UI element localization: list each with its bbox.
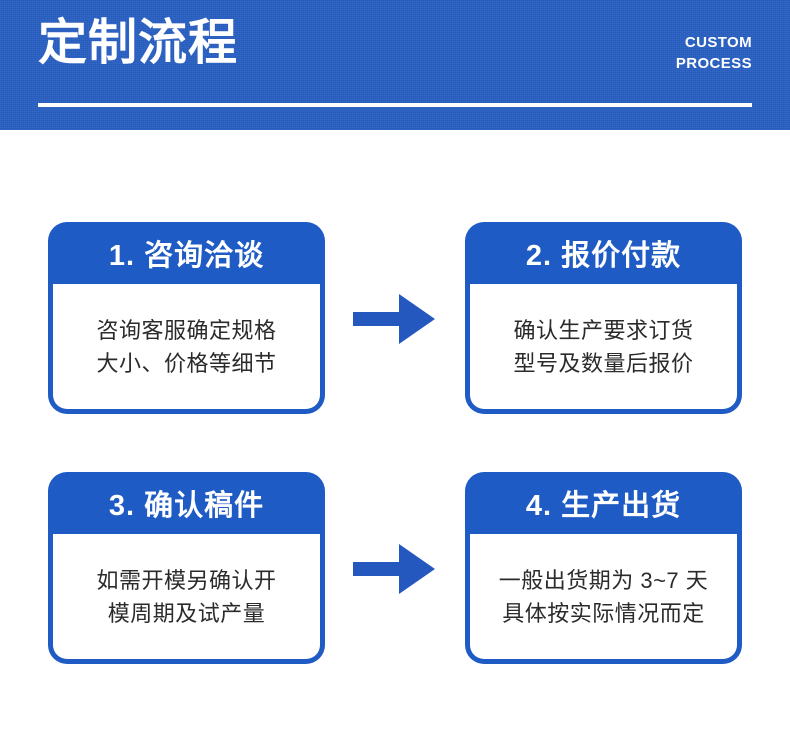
- header-divider-rule: [38, 103, 752, 107]
- step-card-4: 4. 生产出货 一般出货期为 3~7 天 具体按实际情况而定: [465, 472, 742, 664]
- step-card-1-body-line-1: 咨询客服确定规格: [96, 317, 277, 343]
- step-card-1-body-line-2: 大小、价格等细节: [96, 350, 277, 376]
- step-card-3-body-line-2: 模周期及试产量: [107, 600, 266, 626]
- arrow-right-icon-1: [353, 292, 435, 346]
- header-english-line-2: PROCESS: [675, 55, 752, 72]
- step-card-3-heading: 3. 确认稿件: [108, 490, 265, 522]
- step-card-4-body-line-2: 具体按实际情况而定: [502, 600, 705, 626]
- step-card-3: 3. 确认稿件 如需开模另确认开 模周期及试产量: [48, 472, 325, 664]
- step-card-2-body-line-2: 型号及数量后报价: [513, 350, 694, 376]
- step-card-2: 2. 报价付款 确认生产要求订货 型号及数量后报价: [465, 222, 742, 414]
- step-card-1: 1. 咨询洽谈 咨询客服确定规格 大小、价格等细节: [48, 222, 325, 414]
- step-card-1-body: 咨询客服确定规格 大小、价格等细节: [53, 284, 320, 409]
- header-english-subtitle: CUSTOM PROCESS: [676, 32, 752, 74]
- page-title: 定制流程: [38, 16, 239, 70]
- step-card-2-body: 确认生产要求订货 型号及数量后报价: [470, 284, 737, 409]
- arrow-right-icon-2: [353, 542, 435, 596]
- step-card-3-body-line-1: 如需开模另确认开: [96, 567, 277, 593]
- header-english-line-1: CUSTOM: [684, 34, 752, 51]
- step-card-4-heading: 4. 生产出货: [525, 490, 682, 522]
- step-card-2-heading: 2. 报价付款: [525, 240, 682, 272]
- step-card-3-body: 如需开模另确认开 模周期及试产量: [53, 534, 320, 659]
- step-card-4-body-line-1: 一般出货期为 3~7 天: [498, 567, 709, 593]
- step-card-1-heading: 1. 咨询洽谈: [108, 240, 265, 272]
- step-card-2-body-line-1: 确认生产要求订货: [513, 317, 694, 343]
- header-banner: 定制流程 CUSTOM PROCESS: [0, 0, 790, 130]
- step-card-4-body: 一般出货期为 3~7 天 具体按实际情况而定: [470, 534, 737, 659]
- steps-grid: 1. 咨询洽谈 咨询客服确定规格 大小、价格等细节 2. 报价付款 确认生产要求…: [0, 130, 790, 750]
